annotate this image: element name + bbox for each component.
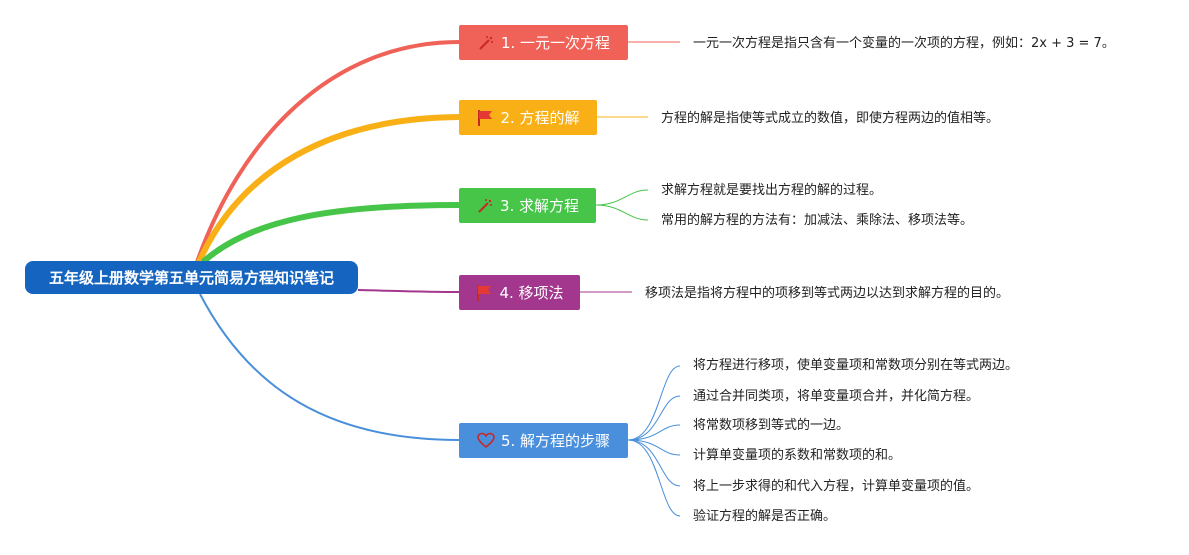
leaf-note-5-6[interactable]: 验证方程的解是否正确。	[693, 509, 837, 524]
root-title: 五年级上册数学第五单元简易方程知识笔记	[48, 269, 334, 287]
heart-icon	[477, 432, 495, 450]
red-flag-icon	[475, 284, 493, 302]
branch-label-3: 3. 求解方程	[499, 197, 580, 215]
branch-label-4: 4. 移项法	[499, 284, 564, 302]
connector-branch-5	[199, 293, 460, 441]
leaf-note-1-1[interactable]: 一元一次方程是指只含有一个变量的一次项的方程，例如：2x + 3 = 7。	[693, 36, 1115, 51]
branch-node-2[interactable]: 2. 方程的解	[459, 100, 597, 135]
leaf-line-5a	[627, 365, 681, 441]
leaf-note-5-3[interactable]: 将常数项移到等式的一边。	[693, 418, 850, 433]
leaf-note-4-1[interactable]: 移项法是指将方程中的项移到等式两边以达到求解方程的目的。	[645, 286, 1010, 301]
leaf-note-5-2[interactable]: 通过合并同类项，将单变量项合并，并化简方程。	[693, 389, 980, 404]
leaf-line-5b	[627, 395, 681, 441]
connector-branch-4	[357, 289, 460, 293]
branch-label-1: 1. 一元一次方程	[500, 34, 611, 52]
leaf-line-3b	[595, 204, 649, 221]
leaf-line-5c	[627, 424, 681, 441]
leaf-note-3-2[interactable]: 常用的解方程的方法有：加减法、乘除法、移项法等。	[661, 213, 974, 228]
leaf-note-5-4[interactable]: 计算单变量项的系数和常数项的和。	[693, 448, 902, 463]
red-flag-icon	[476, 109, 494, 127]
connector-branch-2	[196, 114, 460, 264]
branch-node-3[interactable]: 3. 求解方程	[459, 188, 596, 223]
branch-label-2: 2. 方程的解	[500, 109, 580, 127]
root-node[interactable]: 五年级上册数学第五单元简易方程知识笔记	[25, 261, 358, 294]
branch-node-1[interactable]: 1. 一元一次方程	[459, 25, 628, 60]
leaf-line-5e	[627, 439, 681, 487]
branch-node-5[interactable]: 5. 解方程的步骤	[459, 423, 628, 458]
leaf-note-2-1[interactable]: 方程的解是指使等式成立的数值，即使方程两边的值相等。	[661, 111, 1000, 126]
leaf-line-5d	[627, 439, 681, 456]
leaf-note-5-1[interactable]: 将方程进行移项，使单变量项和常数项分别在等式两边。	[693, 358, 1019, 373]
leaf-line-3a	[595, 189, 649, 206]
branch-label-5: 5. 解方程的步骤	[500, 432, 611, 450]
branch-node-4[interactable]: 4. 移项法	[459, 275, 580, 310]
leaf-note-3-1[interactable]: 求解方程就是要找出方程的解的过程。	[661, 183, 883, 198]
leaf-note-5-5[interactable]: 将上一步求得的和代入方程，计算单变量项的值。	[693, 479, 980, 494]
magic-wand-icon	[477, 34, 495, 52]
connector-branch-1	[195, 40, 460, 263]
magic-wand-icon	[476, 197, 494, 215]
connector-branch-3	[201, 202, 460, 265]
leaf-line-5f	[627, 439, 681, 517]
